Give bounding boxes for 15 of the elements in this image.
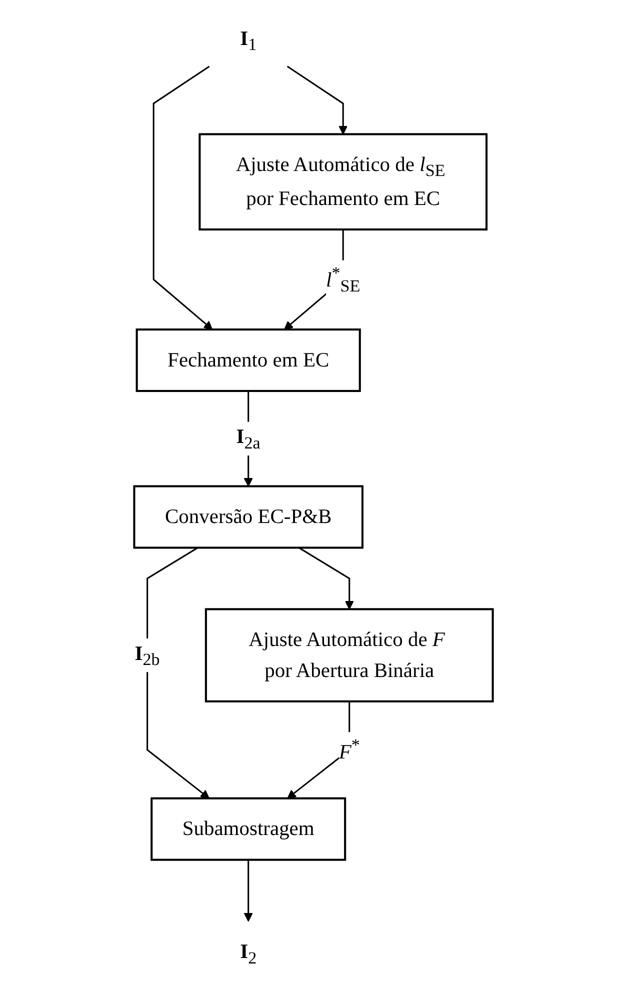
node-text: I$_{2}$ [240,940,257,968]
node-box: Subamostragem [150,797,346,861]
arrow [146,547,210,799]
arrow [298,547,354,610]
arrow [152,66,213,330]
node-text: I$_{1}$ [240,28,257,54]
arrow [286,66,348,135]
edge-label: I$_{2a}$ [236,426,260,452]
arrow [244,860,253,922]
node-box: Ajuste Automático de l$_{SE}$ por Fechamento em EC [198,133,488,230]
node-box: Conversão EC-P&B [133,485,364,549]
node-box: Fechamento em EC [136,328,361,392]
edge-label: I$_{2b}$ [134,642,160,670]
edge-label: F$^{*}$ [338,735,360,764]
node-box: Ajuste Automático de F por Abertura Binária [204,608,494,702]
